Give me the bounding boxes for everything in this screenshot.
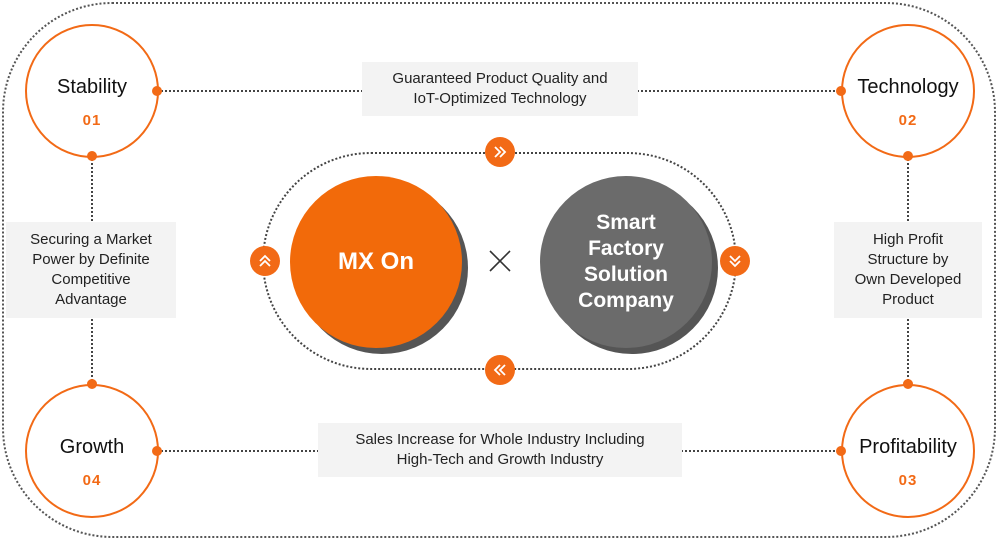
chevrons-up-icon <box>250 246 280 276</box>
pillar-number: 03 <box>898 472 918 489</box>
chevrons-down-icon <box>720 246 750 276</box>
pillar-name: Profitability <box>859 436 957 458</box>
pillar-number: 01 <box>82 112 102 129</box>
pillar-growth: Growth 04 <box>25 384 159 518</box>
connector-dot <box>903 151 913 161</box>
chevrons-right-icon <box>485 137 515 167</box>
top-connector-label: Guaranteed Product Quality and IoT-Optim… <box>362 62 638 116</box>
pillar-name: Stability <box>56 76 128 98</box>
pillar-number: 04 <box>82 472 102 489</box>
pillar-number: 02 <box>898 112 918 129</box>
chevrons-left-icon <box>485 355 515 385</box>
connector-dot <box>903 379 913 389</box>
mx-on-circle: MX On <box>290 176 462 348</box>
pillar-technology: Technology 02 <box>841 24 975 158</box>
pillar-stability: Stability 01 <box>25 24 159 158</box>
connector-dot <box>152 86 162 96</box>
smart-factory-circle: Smart Factory Solution Company <box>540 176 712 348</box>
connector-dot <box>836 86 846 96</box>
connector-dot <box>87 379 97 389</box>
connector-dot <box>87 151 97 161</box>
connector-dot <box>152 446 162 456</box>
pillar-name: Technology <box>857 76 959 98</box>
bottom-connector-label: Sales Increase for Whole Industry Includ… <box>318 423 682 477</box>
multiply-icon <box>488 249 512 273</box>
pillar-name: Growth <box>59 436 125 458</box>
connector-dot <box>836 446 846 456</box>
pillar-profitability: Profitability 03 <box>841 384 975 518</box>
right-connector-label: High Profit Structure by Own Developed P… <box>834 222 982 318</box>
left-connector-label: Securing a Market Power by Definite Comp… <box>6 222 176 318</box>
